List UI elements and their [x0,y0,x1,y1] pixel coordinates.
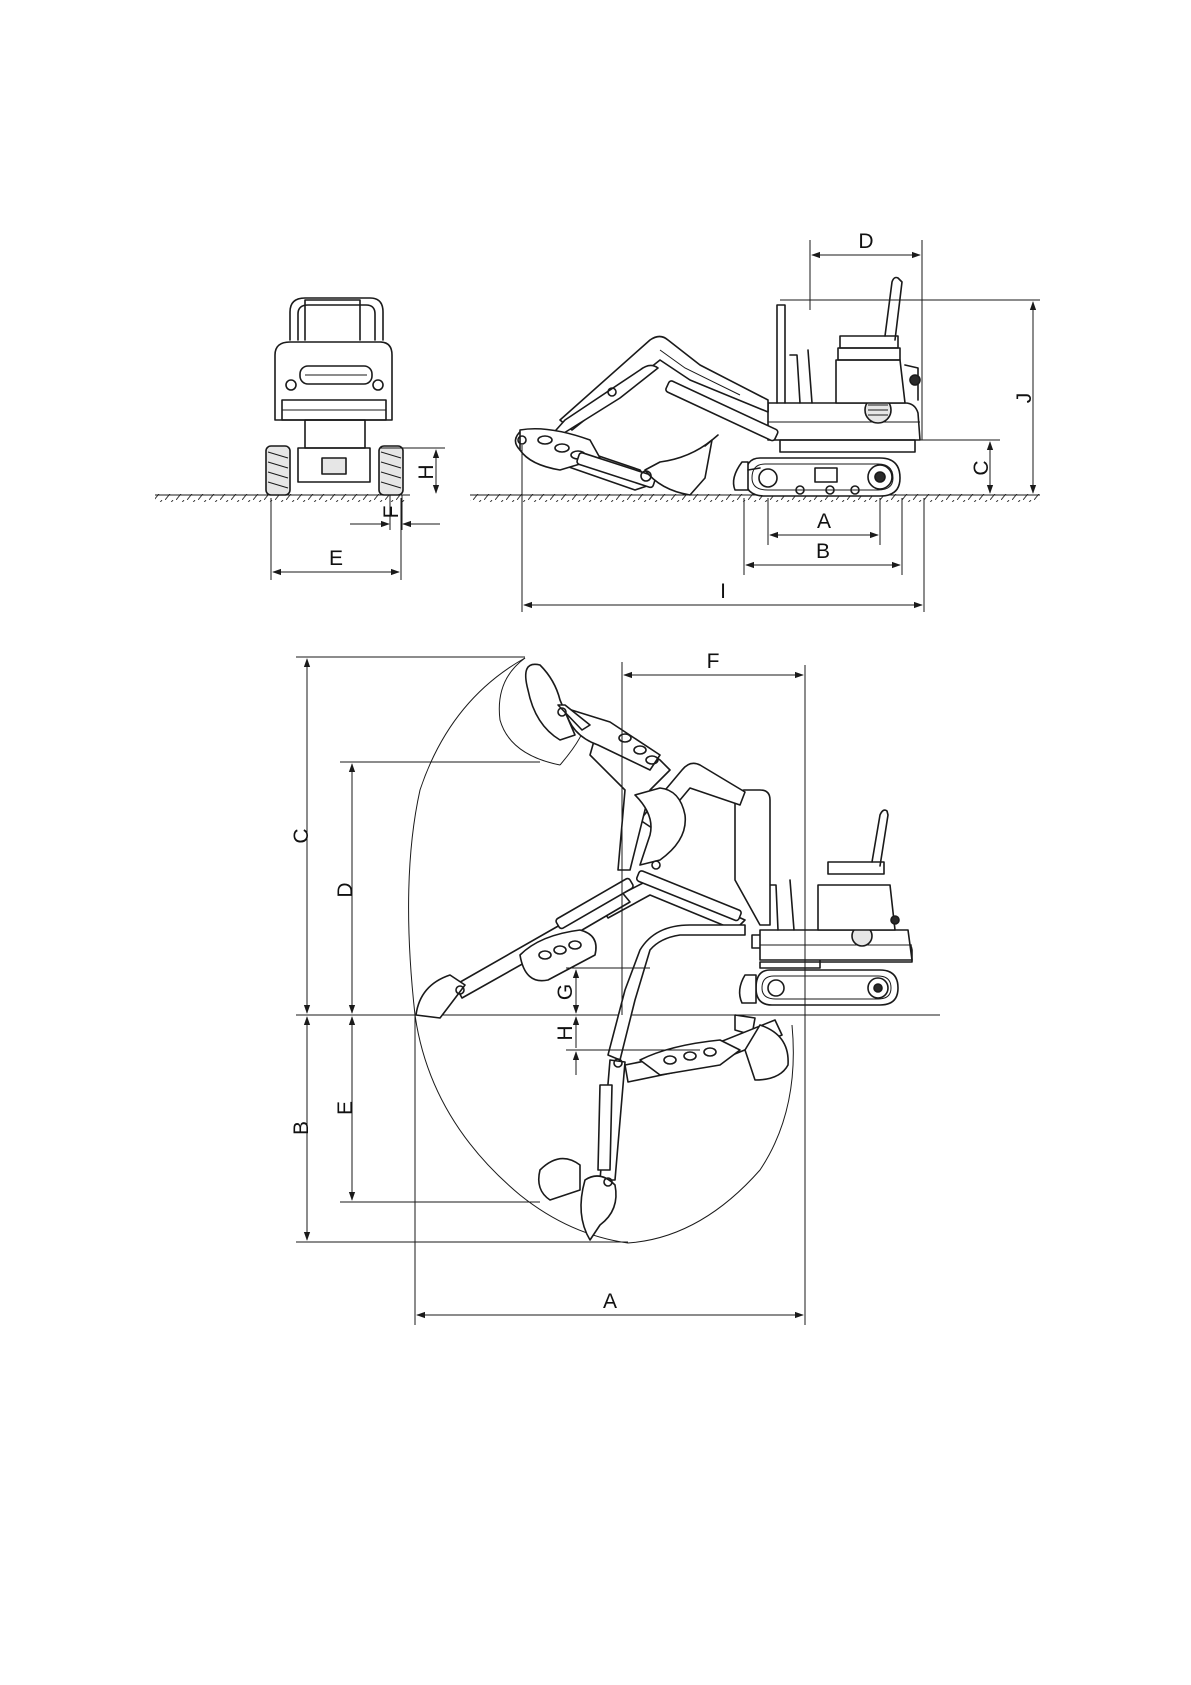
side-seat-back [885,278,902,341]
reach-dim-f-label: F [707,650,720,673]
side-seat-base [838,348,900,360]
side-control-levers [790,350,812,403]
reach-seat-back [872,810,888,866]
side-dim-a-label: A [817,510,831,533]
reach-dim-e-label: E [334,1101,357,1115]
side-sprocket-hub [875,472,885,482]
reach-view: F C D G H E B A [290,650,940,1325]
side-dim-i-label: I [720,580,726,603]
reach-sprocket-hub [874,984,882,992]
side-dim-j-label: J [1013,393,1036,404]
front-dim-h-label: H [415,464,438,479]
reach-dim-g-label: G [554,984,577,1000]
front-center-joint [322,458,346,474]
reach-bucket-depth-2 [539,1159,580,1200]
reach-dim-h-label: H [554,1025,577,1040]
side-dim-c-label: C [970,460,993,475]
front-dim-f-label: F [380,506,403,519]
reach-pin-u2 [652,861,660,869]
side-rear-light [910,375,920,385]
reach-bucket-ground [416,975,465,1018]
side-swing-bearing [780,440,915,452]
reach-dim-d-label: D [334,882,357,897]
reach-arm-plate-ground [520,930,596,981]
side-dim-b-label: B [816,540,830,563]
reach-seat-cushion [828,862,884,874]
front-seat [305,300,360,340]
side-seat-cushion [840,336,898,348]
reach-dim-c-label: C [290,828,313,843]
reach-arm-depth-plate [640,1040,740,1075]
reach-arm-tip-mid [635,788,685,865]
reach-operator-platform [818,885,895,930]
reach-arm-depth-cyl [598,1085,612,1170]
reach-dozer-blade [740,975,756,1003]
side-operator-platform [836,360,905,403]
front-dim-e-label: E [329,547,343,570]
front-view: H F E [155,298,445,580]
side-dozer-blade [734,462,748,490]
side-rops-post [777,305,785,403]
reach-dim-b-label: B [290,1121,313,1135]
reach-rear-light [891,916,899,924]
side-dim-d-label: D [858,230,873,253]
reach-control-levers [770,880,794,930]
reach-boom-raised [735,790,770,925]
front-rops-inner [298,305,375,340]
side-view: D J C A B I [470,230,1040,612]
reach-bucket-upper [526,664,575,740]
front-swing-base [305,420,365,448]
reach-dim-a-label: A [603,1290,617,1313]
side-bucket [645,440,712,495]
